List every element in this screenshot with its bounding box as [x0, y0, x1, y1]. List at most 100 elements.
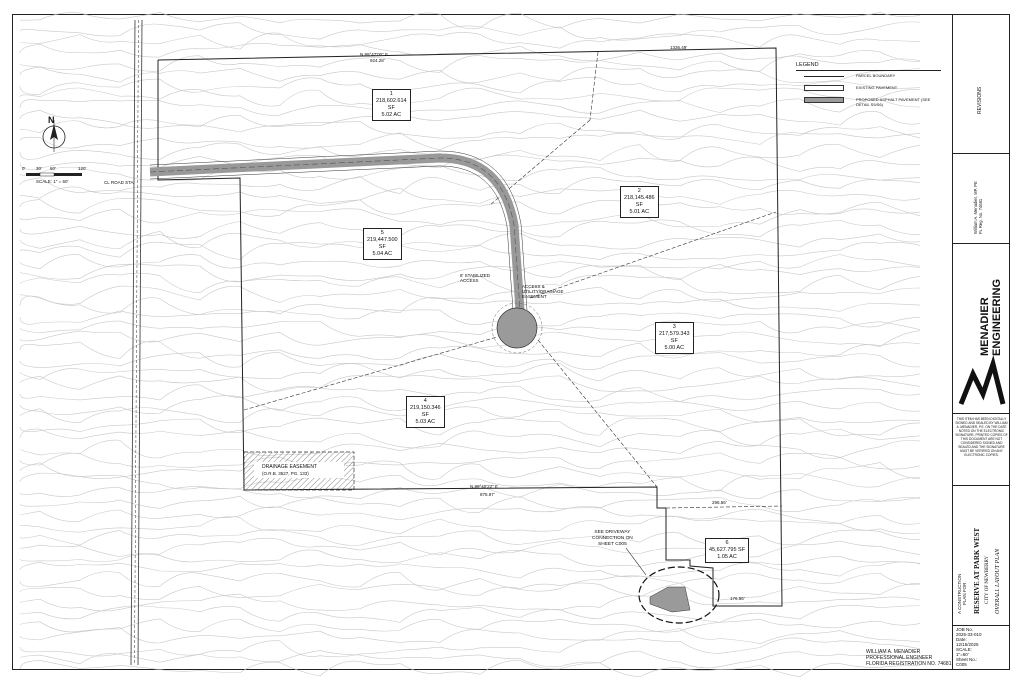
legend: LEGEND PARCEL BOUNDARY EXISTING PAVEMENT… — [796, 62, 941, 107]
scale-tick-30: 30' — [36, 166, 42, 171]
main-road — [130, 19, 143, 666]
lot-5-label: 5 219,447.500 SF 5.04 AC — [363, 228, 402, 260]
project-name: RESERVE AT PARK WEST — [973, 527, 981, 614]
engineer-title: PROFESSIONAL ENGINEER — [866, 655, 933, 661]
drainage-easement-ref: (O.R.B. 3527, PG. 133) — [262, 471, 309, 476]
lot-area-ac: 5.03 AC — [415, 419, 436, 425]
engineer-registration: FLORIDA REGISTRATION NO. 74681 — [866, 661, 952, 667]
legend-title: LEGEND — [796, 62, 941, 71]
seal-note-cell: THIS ITEM HAS BEEN DIGITALLY SIGNED AND … — [953, 414, 1010, 486]
lot-number: 6 — [725, 540, 729, 546]
engineer-name: WILLIAM A. MENADIER — [866, 649, 921, 655]
lot-area-unit: SF — [387, 105, 395, 111]
legend-gray-swatch — [804, 97, 844, 103]
north-arrow-icon — [42, 120, 66, 152]
revisions-label: REVISIONS — [977, 86, 983, 114]
lot-number: 1 — [389, 91, 393, 97]
access-easement-label: ACCESS & UTILITY/DRAINAGE EASEMENT — [522, 284, 564, 299]
sheet-no: C005 — [956, 662, 967, 667]
lot-area-ac: 1.05 AC — [717, 554, 737, 560]
scale-tick-120: 120' — [78, 166, 87, 171]
legend-item-existing-pavement: EXISTING PAVEMENT — [796, 84, 941, 94]
seal-cell: William A. Menadier, MP, PE FL Reg. No. … — [953, 154, 1010, 244]
lot-area-sf: 217,579.343 — [659, 331, 690, 337]
road-station-label: CL ROAD STA. — [104, 180, 135, 185]
date-label: Date: — [956, 637, 967, 642]
firm-logo-cell: MENADIER ENGINEERING — [953, 244, 1010, 414]
menadier-logo-icon — [958, 355, 1006, 405]
bottom-distance-label: 875.97' — [480, 492, 495, 497]
parcel-boundary — [157, 47, 783, 607]
job-info: JOB No. 2025-33-010 Date: 12/15/2025 SCA… — [956, 627, 982, 667]
lot-area-sf: 219,150.346 — [410, 405, 441, 411]
top-distance-label: 924.28' — [370, 58, 385, 63]
legend-item-proposed-pavement: PROPOSED ASPHALT PAVEMENT (SEE DETAIL S5… — [796, 96, 941, 107]
lot-area-sf: 218,145.486 — [624, 195, 655, 201]
lot-area-unit: SF — [378, 244, 386, 250]
stabilized-access-label: 8' STABILIZED ACCESS — [460, 273, 491, 283]
lot-area-ac: 5.02 AC — [381, 112, 402, 118]
driveway-connection-detail — [625, 547, 720, 624]
cul-de-sac — [496, 307, 538, 349]
legend-line-swatch — [804, 76, 844, 77]
project-title-cell: A CONSTRUCTION PLAN FOR RESERVE AT PARK … — [953, 486, 1010, 626]
top-bearing-label: N 89°47'00" E — [360, 52, 389, 57]
lot-1-label: 1 218,602.614 SF 5.02 AC — [372, 89, 411, 121]
scale-tick-0: 0' — [22, 166, 26, 171]
top-right-distance-label: 1336.49' — [670, 45, 688, 50]
legend-item-label: PROPOSED ASPHALT PAVEMENT (SEE DETAIL S5… — [856, 97, 931, 107]
lot-area-sf: 219,447.500 — [367, 237, 398, 243]
scale: 1"=60' — [956, 652, 969, 657]
north-letter: N — [48, 115, 55, 125]
lot-area-ac: 5.04 AC — [372, 251, 393, 257]
bottom-bearing-label: N 89°40'22" E — [470, 484, 499, 489]
legend-item-label: PARCEL BOUNDARY — [856, 73, 896, 78]
driveway-connection-note: SEE DRIVEWAY CONNECTION ON SHEET C005 — [592, 530, 633, 547]
lot-area-ac: 5.01 AC — [629, 209, 650, 215]
legend-box-swatch — [804, 85, 844, 91]
date: 12/15/2025 — [956, 642, 979, 647]
revisions-cell: REVISIONS — [953, 14, 1010, 154]
legend-item-parcel-boundary: PARCEL BOUNDARY — [796, 72, 941, 82]
sheet-no-label: Sheet No.: — [956, 657, 978, 662]
drainage-easement — [243, 451, 355, 491]
sheet-border — [12, 14, 1010, 670]
lot-4-label: 4 219,150.346 SF 5.03 AC — [406, 396, 445, 428]
lower-right-distance-label: 296.56' — [712, 500, 727, 505]
firm-name-line2: ENGINEERING — [991, 278, 1003, 356]
lot-2-label: 2 218,145.486 SF 5.01 AC — [620, 186, 659, 218]
lot-area-ac: 5.00 AC — [664, 345, 685, 351]
scale-label: SCALE: — [956, 647, 973, 652]
project-type: A CONSTRUCTION PLAN FOR — [957, 573, 967, 614]
lot-number: 5 — [380, 230, 384, 236]
job-no-label: JOB No. — [956, 627, 974, 632]
seal-text: William A. Menadier, MP, PE FL Reg. No. … — [973, 181, 983, 234]
drainage-easement-label: DRAINAGE EASEMENT — [262, 464, 318, 470]
seal-note: THIS ITEM HAS BEEN DIGITALLY SIGNED AND … — [955, 417, 1008, 457]
sheet-title: OVERALL LAYOUT PLAN — [995, 548, 1001, 614]
scale-bar — [26, 172, 82, 177]
lot-area-unit: SF — [670, 338, 678, 344]
lot-area-sf: 218,602.614 — [376, 98, 407, 104]
project-city: CITY OF NEWBERRY — [985, 555, 990, 604]
scale-tick-60: 60' — [50, 166, 56, 171]
lot-6-label: 6 45,627.795 SF 1.05 AC — [705, 538, 750, 563]
job-no: 2025-33-010 — [956, 632, 982, 637]
lot-area-unit: SF — [421, 412, 429, 418]
legend-item-label: EXISTING PAVEMENT — [856, 85, 898, 90]
job-info-cell: JOB No. 2025-33-010 Date: 12/15/2025 SCA… — [953, 626, 1010, 670]
lot-area-sf: 45,627.795 SF — [709, 547, 746, 553]
access-road — [149, 150, 543, 354]
lot-number: 4 — [423, 398, 427, 404]
lot-area-unit: SF — [635, 202, 643, 208]
engineer-signature-block: WILLIAM A. MENADIER PROFESSIONAL ENGINEE… — [866, 649, 952, 667]
scale-text: SCALE: 1" = 60' — [36, 179, 69, 184]
lot-3-label: 3 217,579.343 SF 5.00 AC — [655, 322, 694, 354]
title-block: REVISIONS William A. Menadier, MP, PE FL… — [952, 14, 1010, 670]
lot-number: 2 — [637, 188, 641, 194]
lot-number: 3 — [672, 324, 676, 330]
firm-name-line1: MENADIER — [979, 297, 991, 356]
bottom-right-distance-label: 176.56' — [730, 596, 745, 601]
